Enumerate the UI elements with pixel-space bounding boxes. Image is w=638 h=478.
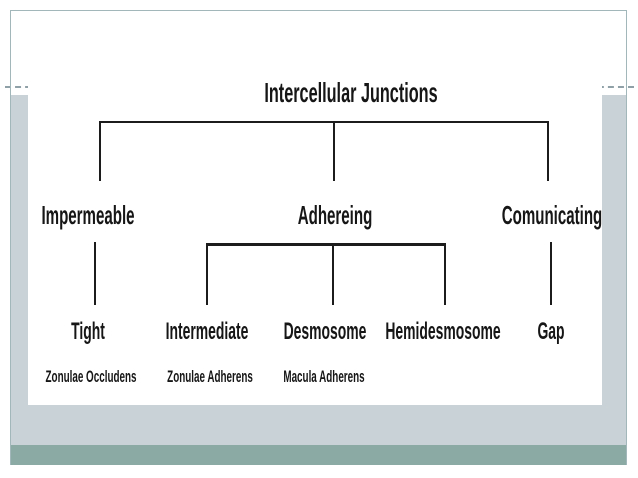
node-desmosome: Desmosome [283, 318, 367, 345]
node-intermediate: Intermediate [165, 318, 249, 345]
connector-root-right-drop [547, 121, 549, 181]
node-macula-adherens: Macula Adherens [283, 367, 365, 386]
diagram-title: Intercellular Junctions [264, 77, 438, 108]
node-zonulae-adherens: Zonulae Adherens [167, 367, 253, 386]
content-card [28, 11, 602, 405]
connector-adhereing-right-drop [444, 246, 446, 305]
connector-root-bar [99, 121, 549, 123]
connector-adhereing-left-drop [206, 246, 208, 305]
connector-adhereing-bar [206, 243, 446, 246]
node-zonulae-occludens: Zonulae Occludens [45, 367, 137, 386]
connector-comunicating-gap [550, 242, 552, 305]
node-hemidesmosome: Hemidesmosome [385, 318, 501, 345]
sage-footer-band [11, 445, 626, 465]
connector-adhereing-mid-drop [332, 246, 334, 305]
connector-impermeable-tight [94, 242, 96, 305]
node-tight: Tight [71, 318, 105, 345]
connector-root-left-drop [99, 121, 101, 181]
node-impermeable: Impermeable [41, 200, 135, 230]
node-comunicating: Comunicating [501, 200, 603, 230]
node-adhereing: Adhereing [297, 200, 373, 230]
node-gap: Gap [537, 318, 565, 345]
connector-root-mid-drop [333, 121, 335, 181]
